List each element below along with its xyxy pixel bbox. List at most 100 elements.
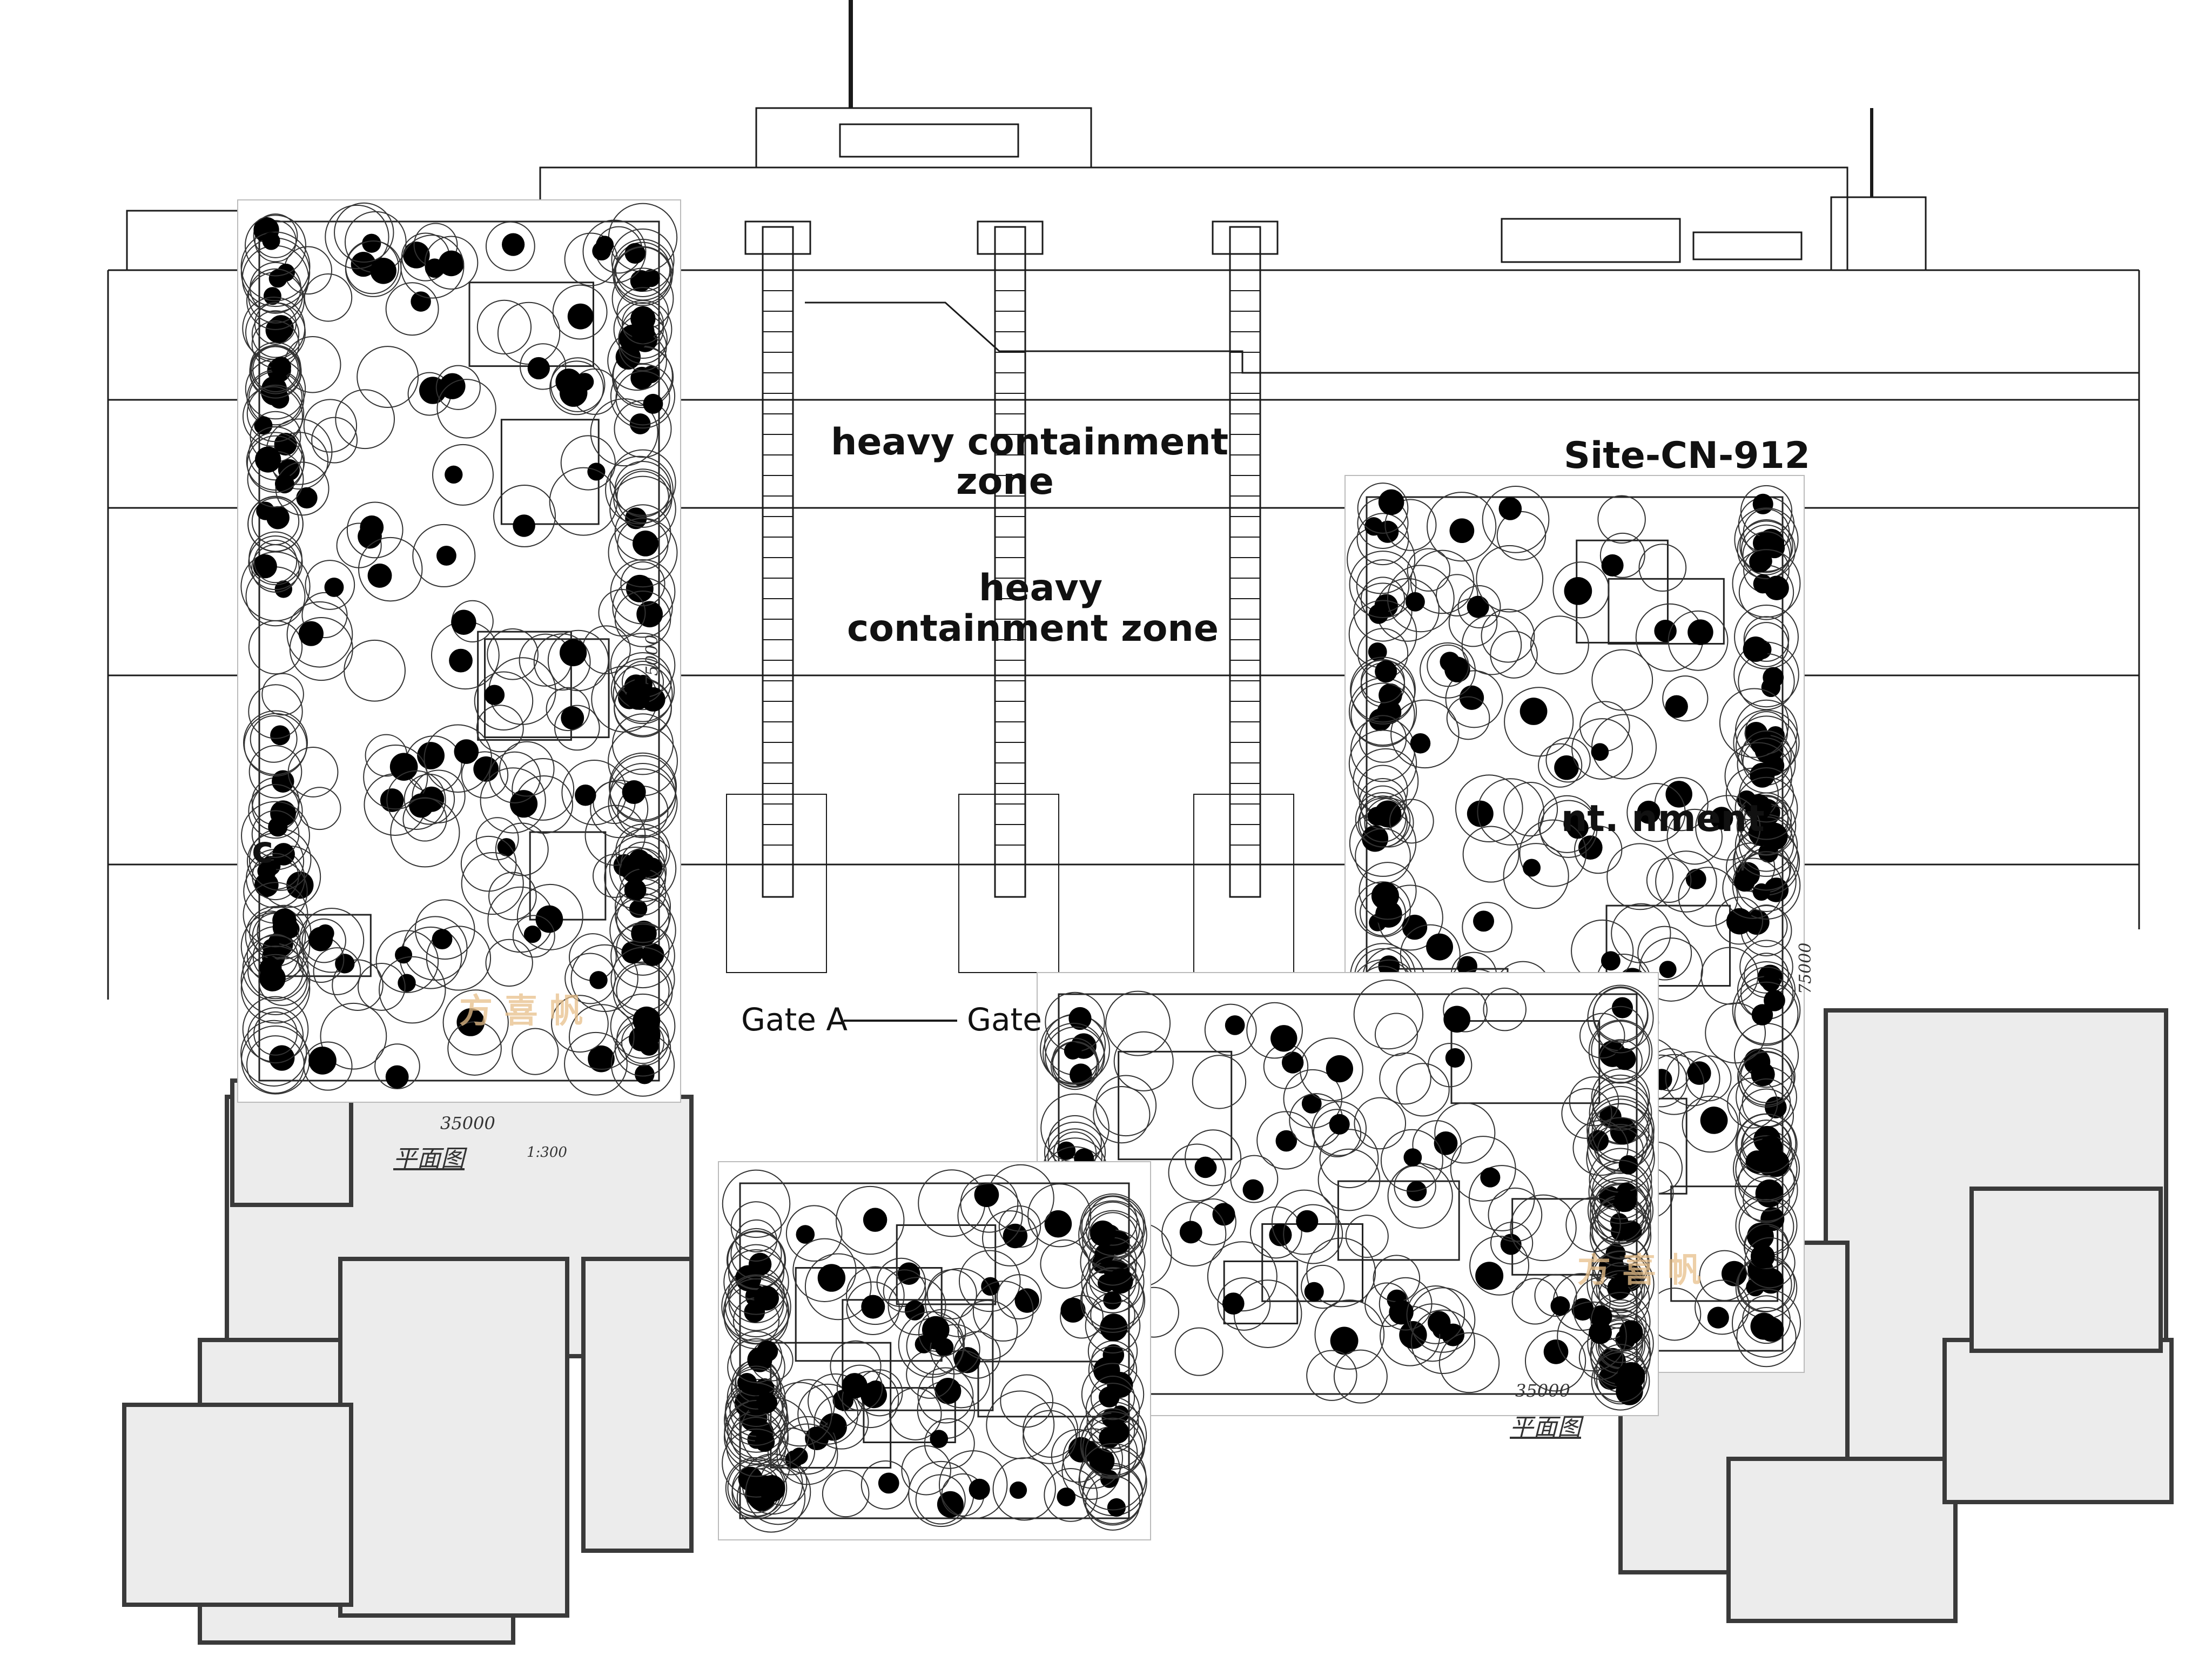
tree-canopy bbox=[613, 468, 673, 528]
tree-canopy bbox=[610, 923, 675, 989]
column-cap-1 bbox=[744, 220, 811, 255]
tree-canopy bbox=[723, 1249, 789, 1315]
site-id-label: Site-CN-912 bbox=[1564, 434, 1811, 477]
tree-canopy bbox=[248, 745, 302, 799]
tree-canopy bbox=[1490, 1222, 1534, 1265]
tree-canopy bbox=[1587, 1177, 1654, 1244]
tree-blob bbox=[575, 785, 596, 806]
tree-canopy bbox=[1732, 851, 1801, 920]
tree-canopy bbox=[488, 872, 537, 921]
tree-blob bbox=[1589, 1321, 1612, 1344]
tree-canopy bbox=[1364, 798, 1414, 848]
tree-canopy bbox=[888, 1277, 946, 1336]
tree-blob bbox=[1751, 1062, 1775, 1087]
tree-canopy bbox=[1682, 1095, 1739, 1153]
tree-canopy bbox=[253, 1011, 298, 1056]
tree-canopy bbox=[932, 1350, 991, 1409]
tree-canopy bbox=[546, 687, 590, 732]
tree-blob bbox=[861, 1295, 885, 1319]
tree-canopy bbox=[436, 379, 496, 439]
tree-blob bbox=[1550, 1296, 1570, 1316]
tree-canopy bbox=[1090, 1408, 1135, 1453]
tree-blob bbox=[1410, 733, 1431, 754]
tree-blob bbox=[1445, 1048, 1465, 1068]
tree-canopy bbox=[1450, 1136, 1516, 1202]
tree-blob bbox=[1301, 1094, 1322, 1114]
tree-canopy bbox=[1744, 1237, 1796, 1289]
tree-blob bbox=[527, 357, 550, 380]
tree-canopy bbox=[1082, 1210, 1144, 1272]
tree-blob bbox=[1064, 1042, 1082, 1060]
tree-canopy bbox=[246, 432, 305, 491]
tree-canopy bbox=[613, 300, 673, 359]
tree-blob bbox=[1060, 1297, 1086, 1323]
tree-blob bbox=[445, 465, 463, 484]
tree-canopy bbox=[311, 417, 358, 464]
tree-canopy bbox=[551, 995, 609, 1053]
tree-blob bbox=[535, 905, 563, 933]
tree-canopy bbox=[735, 1219, 778, 1262]
tree-blob bbox=[438, 250, 465, 277]
tree-blob bbox=[630, 270, 652, 292]
tree-canopy bbox=[248, 684, 303, 739]
tree-canopy bbox=[240, 946, 311, 1015]
tree-canopy bbox=[485, 221, 535, 271]
tree-canopy bbox=[785, 1205, 843, 1262]
tree-blob bbox=[1106, 1420, 1129, 1444]
tree-canopy bbox=[610, 363, 676, 429]
tree-blob bbox=[1014, 1288, 1039, 1313]
tree-canopy bbox=[1740, 524, 1792, 575]
tree-blob bbox=[432, 929, 453, 950]
tree-blob bbox=[1364, 517, 1383, 536]
tree-canopy bbox=[1354, 1097, 1407, 1150]
tree-blob bbox=[497, 838, 516, 856]
tree-blob bbox=[863, 1208, 888, 1232]
roof-penthouse bbox=[755, 107, 1092, 169]
tree-canopy bbox=[992, 1457, 1056, 1521]
zone-label-top-line2: zone bbox=[956, 460, 1054, 503]
tree-blob bbox=[1057, 1487, 1076, 1506]
tree-canopy bbox=[386, 770, 446, 830]
tree-blob bbox=[1614, 1189, 1637, 1212]
tree-canopy bbox=[610, 993, 676, 1059]
tree-canopy bbox=[568, 1004, 635, 1070]
tree-canopy bbox=[1455, 774, 1523, 843]
tree-canopy bbox=[792, 1238, 857, 1302]
tree-canopy bbox=[1496, 511, 1547, 561]
tree-blob bbox=[1194, 1156, 1216, 1178]
tree-blob bbox=[588, 1045, 615, 1073]
tree-canopy bbox=[1427, 492, 1497, 562]
tree-canopy bbox=[924, 1418, 975, 1469]
tree-canopy bbox=[1434, 1102, 1496, 1164]
tree-canopy bbox=[1662, 675, 1709, 722]
tree-canopy bbox=[1732, 549, 1801, 618]
tree-canopy bbox=[1715, 896, 1764, 945]
tree-blob bbox=[1751, 1004, 1773, 1026]
tree-canopy bbox=[499, 741, 555, 797]
tree-blob bbox=[1523, 859, 1541, 877]
tree-canopy bbox=[248, 535, 303, 591]
tree-blob bbox=[1107, 1498, 1126, 1517]
tree-blob bbox=[1467, 595, 1489, 618]
tree-blob bbox=[436, 545, 456, 566]
tree-canopy bbox=[1477, 778, 1545, 846]
tree-canopy bbox=[301, 592, 348, 639]
tree-blob bbox=[425, 258, 445, 278]
landscape-sheet-left-border bbox=[258, 220, 660, 1082]
tree-blob bbox=[974, 1182, 999, 1208]
tree-blob bbox=[589, 971, 608, 989]
tree-blob bbox=[1750, 762, 1775, 788]
tree-canopy bbox=[461, 852, 524, 915]
column-cap-3 bbox=[1212, 220, 1279, 255]
tree-blob bbox=[389, 753, 418, 781]
tree-blob bbox=[622, 780, 646, 805]
tree-canopy bbox=[432, 444, 494, 506]
tree-canopy bbox=[1736, 796, 1797, 856]
tree-canopy bbox=[1389, 799, 1434, 844]
tree-canopy bbox=[1538, 795, 1596, 853]
tree-blob bbox=[1326, 1055, 1354, 1083]
paving-bed bbox=[863, 1387, 956, 1443]
tree-canopy bbox=[901, 1445, 951, 1496]
tree-canopy bbox=[1579, 1013, 1625, 1059]
tree-canopy bbox=[253, 213, 298, 258]
